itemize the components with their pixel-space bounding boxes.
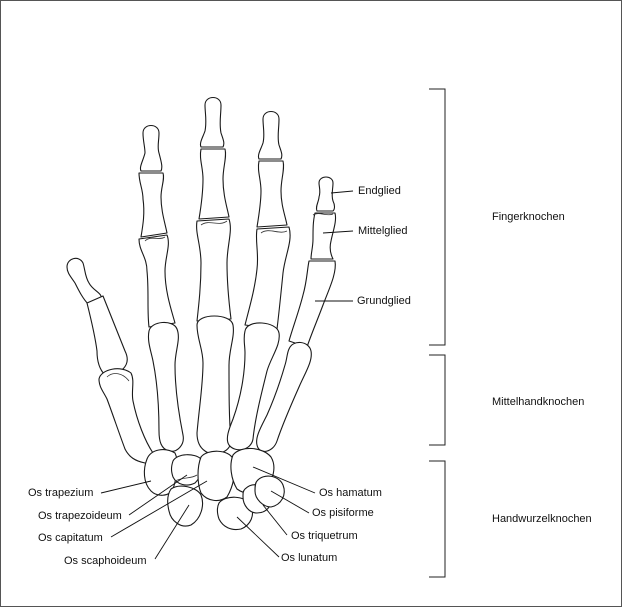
triquetrum-label: Os triquetrum — [291, 530, 358, 543]
mittelhandknochen-label: Mittelhandknochen — [492, 396, 584, 409]
handwurzelknochen-bracket — [429, 461, 445, 577]
triquetrum-leader — [263, 505, 287, 535]
capitatum-label: Os capitatum — [38, 532, 103, 545]
fingerknochen-bracket — [429, 89, 445, 345]
index-proximal-phalanx — [139, 235, 175, 327]
mittelhandknochen-bracket — [429, 355, 445, 445]
trapezium-leader — [101, 481, 151, 493]
middle-middle-phalanx — [199, 149, 229, 219]
grundglied-label: Grundglied — [357, 295, 411, 308]
thumb-distal-phalanx — [67, 258, 101, 305]
middle-proximal-phalanx — [197, 219, 231, 321]
trapezoideum-label: Os trapezoideum — [38, 510, 122, 523]
middle-distal-phalanx — [200, 98, 223, 148]
little-distal-phalanx — [316, 177, 334, 211]
lunatum-label: Os lunatum — [281, 552, 337, 565]
index-distal-phalanx — [140, 126, 161, 172]
thumb-proximal-phalanx — [87, 296, 127, 375]
carpal-bones — [144, 448, 284, 529]
thumb-metacarpal — [99, 369, 154, 464]
capitatum-bone — [198, 451, 235, 500]
index-metacarpal — [148, 322, 183, 451]
endglied-leader — [331, 191, 353, 193]
ring-distal-phalanx — [258, 112, 281, 160]
little-middle-phalanx — [311, 213, 336, 259]
lunatum-leader — [237, 517, 279, 557]
index-middle-phalanx — [139, 173, 167, 237]
endglied-label: Endglied — [358, 185, 401, 198]
trapezium-label: Os trapezium — [28, 487, 93, 500]
mittelglied-label: Mittelglied — [358, 225, 408, 238]
scaphoideum-bone — [168, 486, 203, 526]
scaphoideum-label: Os scaphoideum — [64, 555, 147, 568]
little-proximal-phalanx — [289, 261, 335, 347]
hamatum-label: Os hamatum — [319, 487, 382, 500]
handwurzelknochen-label: Handwurzelknochen — [492, 513, 592, 526]
thumb — [67, 258, 154, 463]
fingerknochen-label: Fingerknochen — [492, 211, 565, 224]
middle-finger — [197, 98, 234, 454]
ring-proximal-phalanx — [245, 227, 290, 329]
pisiforme-label: Os pisiforme — [312, 507, 374, 520]
ring-middle-phalanx — [257, 161, 287, 227]
index-finger — [139, 126, 183, 452]
